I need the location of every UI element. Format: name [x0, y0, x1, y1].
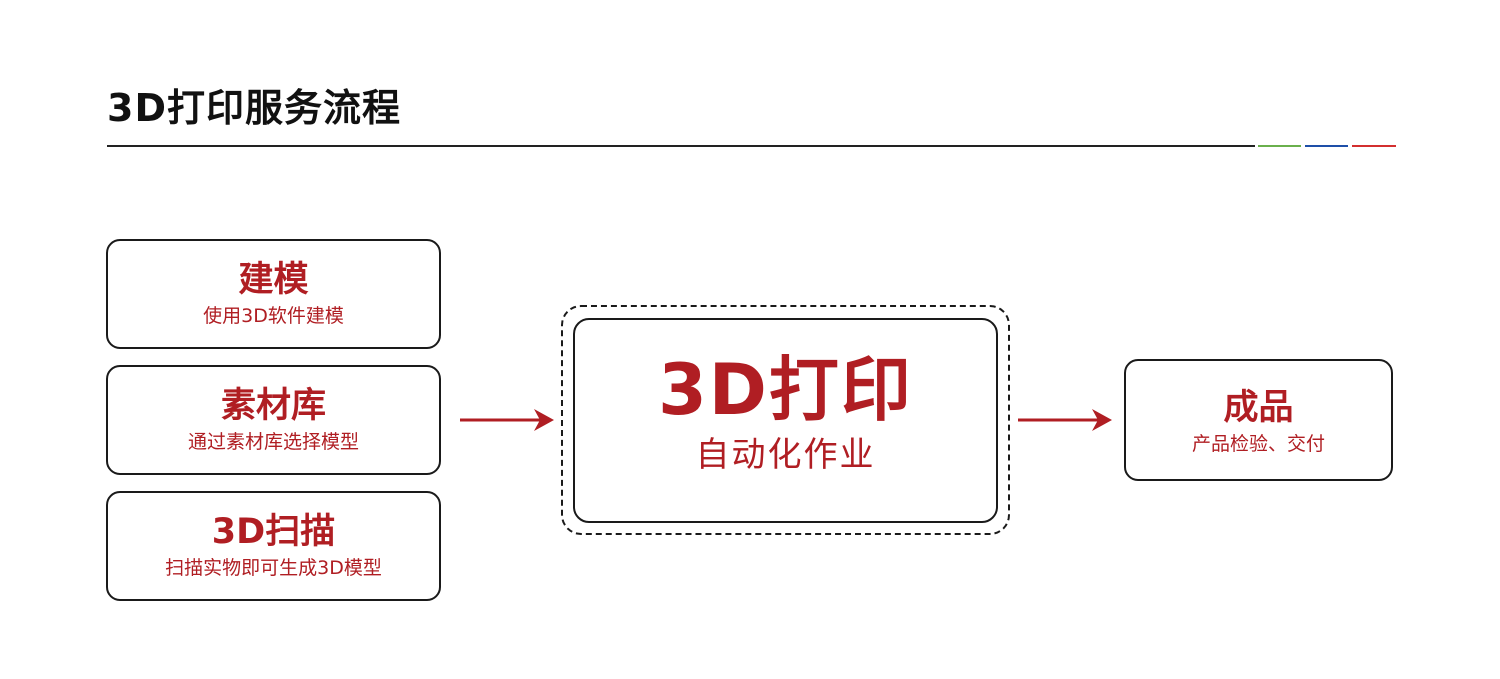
accent-stripe-green: [1258, 145, 1301, 147]
node-subtitle: 扫描实物即可生成3D模型: [165, 557, 382, 579]
node-title: 素材库: [220, 386, 326, 426]
node-subtitle: 通过素材库选择模型: [187, 431, 359, 453]
process-title: 3D打印: [658, 349, 913, 431]
input-node-scanning: 3D扫描 扫描实物即可生成3D模型: [106, 491, 441, 601]
node-subtitle: 产品检验、交付: [1191, 433, 1325, 455]
input-node-library: 素材库 通过素材库选择模型: [106, 365, 441, 475]
process-node-3d-printing: 3D打印 自动化作业: [573, 318, 998, 523]
node-title: 建模: [238, 260, 309, 300]
input-node-modeling: 建模 使用3D软件建模: [106, 239, 441, 349]
title-divider: [107, 145, 1255, 147]
arrow-right-icon: [1018, 409, 1112, 431]
result-node-finished-product: 成品 产品检验、交付: [1124, 359, 1393, 481]
page-title: 3D打印服务流程: [107, 86, 401, 130]
node-title: 3D扫描: [211, 512, 336, 552]
arrow-right-icon: [460, 409, 554, 431]
process-dashed-frame: [561, 305, 1010, 535]
accent-stripe-blue: [1305, 145, 1348, 147]
process-subtitle: 自动化作业: [695, 435, 876, 475]
node-title: 成品: [1223, 388, 1294, 428]
node-subtitle: 使用3D软件建模: [203, 305, 344, 327]
accent-stripe-red: [1352, 145, 1396, 147]
